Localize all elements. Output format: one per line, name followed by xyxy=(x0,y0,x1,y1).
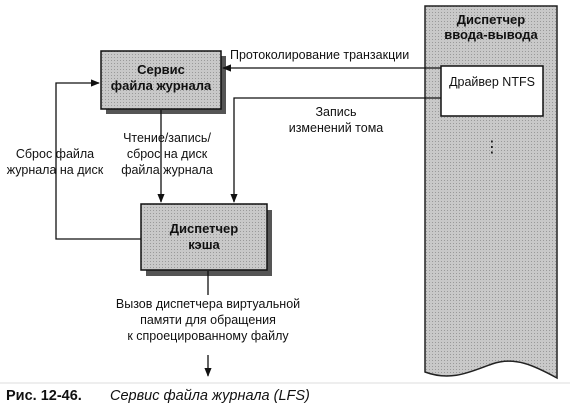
label-volume-changes-line1: Запись xyxy=(315,105,357,119)
label-transaction-logging: Протоколирование транзакции xyxy=(230,48,410,62)
label-read-write-line2: сброс на диск xyxy=(126,147,208,161)
label-read-write-line1: Чтение/запись/ xyxy=(123,131,211,145)
arrow-volume-changes xyxy=(230,97,441,203)
io-manager-panel xyxy=(424,5,558,380)
label-volume-changes-line2: изменений тома xyxy=(288,121,384,135)
label-vmm-line1: Вызов диспетчера виртуальной xyxy=(115,297,301,311)
caption-text: Сервис файла журнала (LFS) xyxy=(110,388,310,404)
lfs-title-line1: Сервис xyxy=(137,62,185,77)
label-vmm-line3: к спроецированному файлу xyxy=(127,329,289,343)
ntfs-driver-label: Драйвер NTFS xyxy=(449,75,535,89)
io-manager-title-line1: Диспетчер xyxy=(456,12,526,27)
label-flush-line2: журнала на диск xyxy=(6,163,104,177)
ntfs-driver-box xyxy=(440,65,544,117)
lfs-box xyxy=(100,50,222,110)
io-manager-ellipsis: ⋮ xyxy=(484,139,500,156)
lfs-title-line2: файла журнала xyxy=(110,78,212,93)
cache-box xyxy=(140,203,268,271)
cache-title-line2: кэша xyxy=(188,237,220,252)
caption-number: Рис. 12-46. xyxy=(6,388,82,404)
cache-title-line1: Диспетчер xyxy=(169,221,239,236)
label-read-write-line3: файла журнала xyxy=(121,163,213,177)
label-flush-line1: Сброс файла xyxy=(15,147,95,161)
io-manager-title-line2: ввода-вывода xyxy=(444,27,538,42)
arrow-flush-log xyxy=(55,79,141,240)
label-vmm-line2: памяти для обращения xyxy=(140,313,276,327)
